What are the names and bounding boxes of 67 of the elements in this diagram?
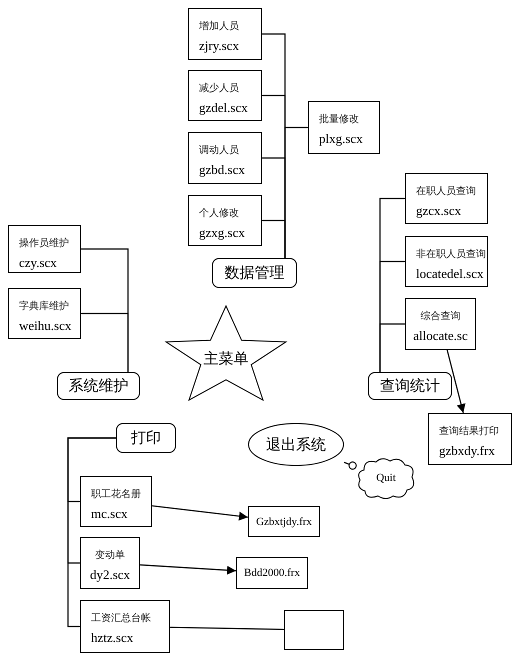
module-box — [188, 8, 262, 60]
connector-line — [81, 312, 129, 372]
file-name: czy.scx — [19, 255, 57, 271]
module-box — [80, 537, 140, 589]
arrow — [446, 350, 466, 414]
file-name: allocate.sc — [412, 328, 469, 344]
file-name: gzcx.scx — [416, 203, 462, 219]
arrow — [152, 505, 248, 521]
file-name: mc.scx — [91, 506, 128, 522]
file-name: gzbd.scx — [199, 162, 245, 178]
module-title: 减少人员 — [199, 82, 239, 95]
file-name: zjry.scx — [199, 38, 239, 54]
module-box — [308, 101, 380, 154]
menu-label: Quit — [375, 472, 397, 484]
file-name: hztz.scx — [91, 630, 134, 646]
module-box — [8, 288, 81, 339]
menu-label: 查询统计 — [379, 376, 441, 396]
module-title: 工资汇总台帐 — [91, 612, 151, 625]
connector-line — [67, 437, 116, 628]
connector-line — [170, 626, 284, 630]
file-name: gzxg.scx — [199, 225, 245, 241]
menu-box — [212, 258, 297, 288]
module-title: 在职人员查询 — [416, 184, 476, 198]
module-title: 个人修改 — [199, 207, 239, 220]
module-title: 增加人员 — [199, 20, 239, 33]
module-title: 查询结果打印 — [439, 424, 499, 438]
arrow — [140, 564, 236, 575]
connector-line — [284, 126, 308, 258]
module-box — [248, 506, 320, 537]
module-box — [405, 236, 488, 287]
connector-line — [344, 461, 357, 470]
module-title: 调动人员 — [199, 144, 239, 157]
module-box — [188, 195, 262, 246]
connector-line — [379, 323, 405, 372]
module-box — [188, 70, 262, 121]
menu-box — [368, 372, 452, 400]
module-box — [188, 132, 262, 184]
menu-label: 退出系统 — [265, 435, 327, 454]
module-title: 批量修改 — [319, 112, 359, 126]
file-name: Bdd2000.frx — [243, 567, 301, 579]
file-name: dy2.scx — [88, 567, 132, 583]
module-box — [428, 413, 512, 465]
menu-box — [57, 372, 140, 400]
file-name: locatedel.scx — [416, 266, 484, 282]
file-name: plxg.scx — [319, 131, 363, 147]
file-name: weihu.scx — [19, 318, 72, 334]
module-box — [236, 557, 308, 589]
menu-label: 主菜单 — [202, 349, 250, 368]
module-title: 非在职人员查询 — [416, 248, 486, 261]
module-box — [405, 173, 488, 224]
file-name: gzdel.scx — [199, 100, 248, 116]
module-title: 职工花名册 — [91, 488, 141, 501]
module-box — [80, 600, 170, 653]
menu-label: 系统维护 — [68, 376, 130, 396]
module-title: 综合查询 — [420, 310, 462, 323]
module-box — [80, 476, 152, 527]
module-title: 变动单 — [94, 548, 126, 562]
file-name: gzbxdy.frx — [439, 443, 495, 459]
box — [284, 610, 344, 650]
module-box — [8, 225, 81, 273]
menu-box — [116, 423, 176, 453]
module-title: 操作员维护 — [19, 236, 69, 250]
file-name: Gzbxtjdy.frx — [255, 516, 313, 528]
module-title: 字典库维护 — [19, 300, 69, 313]
menu-label: 数据管理 — [224, 264, 286, 282]
menu-label: 打印 — [130, 428, 162, 448]
module-box — [405, 298, 476, 350]
